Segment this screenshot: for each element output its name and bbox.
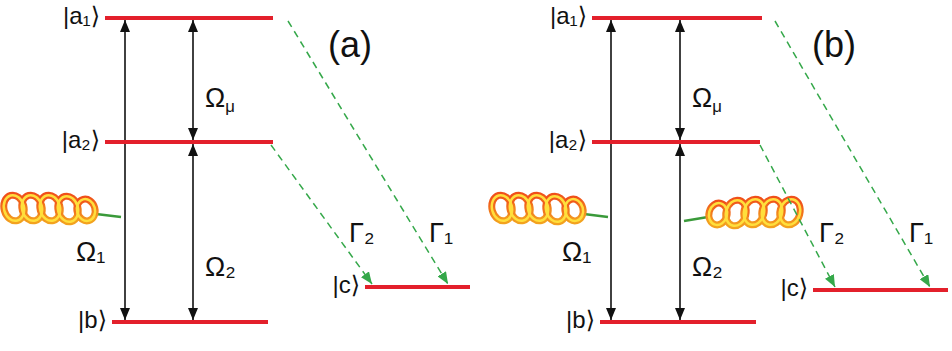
- level-label-holder: |a₁⟩: [550, 3, 587, 28]
- transition-label: Ω₂: [205, 253, 236, 281]
- energy-level: |c⟩: [365, 285, 470, 289]
- level-label-holder: |a₁⟩: [63, 3, 100, 28]
- level-label-holder: |b⟩: [566, 307, 595, 332]
- decay-arrow: [775, 21, 930, 287]
- energy-level: |c⟩: [813, 288, 948, 292]
- level-label: |b⟩: [78, 307, 107, 332]
- level-label-holder: |c⟩: [780, 275, 808, 300]
- level-label: |a₁⟩: [550, 3, 587, 28]
- level-label-holder: |b⟩: [78, 307, 107, 332]
- decay-arrow: [271, 145, 372, 284]
- transition-label: Ωμ: [205, 84, 235, 112]
- level-label-holder: |a₂⟩: [62, 127, 100, 152]
- coupling-arrow: [679, 144, 681, 320]
- energy-level: |b⟩: [112, 320, 268, 324]
- level-label: |c⟩: [780, 275, 808, 300]
- transition-label: Γ₁: [909, 219, 933, 247]
- energy-level: |a₂⟩: [105, 140, 273, 144]
- level-label: |a₂⟩: [549, 127, 587, 152]
- transition-label: Ω₁: [562, 238, 591, 266]
- level-label: |a₁⟩: [63, 3, 100, 28]
- photon-wave: [489, 193, 608, 224]
- transition-label: Ω₁: [76, 238, 105, 266]
- coupling-arrow: [192, 144, 194, 320]
- level-label-holder: |c⟩: [332, 272, 360, 297]
- transition-label: Ωμ: [692, 84, 722, 112]
- photon-wave: [1, 193, 121, 224]
- transition-label: Γ₁: [429, 219, 453, 247]
- panel-label: (a): [328, 26, 372, 64]
- energy-level: |a₁⟩: [592, 16, 762, 20]
- decay-arrow: [760, 145, 835, 287]
- panel-label: (b): [812, 26, 856, 64]
- transition-label: Γ₂: [349, 219, 374, 247]
- energy-level: |b⟩: [600, 320, 756, 324]
- coupling-arrow: [192, 20, 194, 140]
- transition-label: Ω₂: [692, 253, 723, 281]
- photon-wave: [684, 197, 803, 228]
- level-label-holder: |a₂⟩: [549, 127, 587, 152]
- level-label: |b⟩: [566, 307, 595, 332]
- decay-arrow: [288, 21, 448, 284]
- coupling-arrow: [610, 20, 612, 320]
- coupling-arrow: [679, 20, 681, 140]
- coupling-arrow: [124, 20, 126, 320]
- level-label: |a₂⟩: [62, 127, 100, 152]
- energy-level: |a₁⟩: [105, 16, 273, 20]
- level-label: |c⟩: [332, 272, 360, 297]
- transition-label: Γ₂: [819, 219, 844, 247]
- energy-level: |a₂⟩: [592, 140, 760, 144]
